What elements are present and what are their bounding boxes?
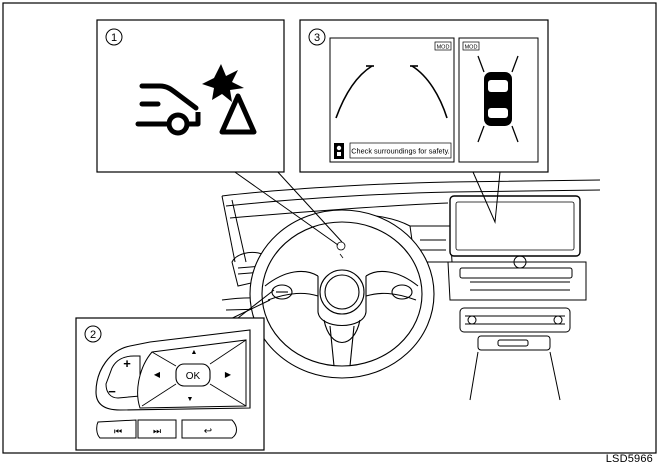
next-track-label[interactable]: ⏭: [153, 426, 161, 436]
callout-circle-3: [308, 28, 326, 46]
callout-label-1: 1: [111, 32, 117, 44]
back-label[interactable]: ↩: [204, 426, 212, 437]
down-button[interactable]: ▼: [187, 396, 194, 403]
car-top-view-icon: [477, 55, 519, 143]
ok-button[interactable]: OK: [175, 363, 211, 387]
caution-message-bar: Check surroundings for safety.: [331, 140, 453, 161]
figure-code: LSD5966: [605, 453, 653, 465]
next-track-button[interactable]: ⏭: [137, 419, 177, 439]
callout-label-3: 3: [314, 32, 320, 44]
mode-badge-left-text: MOD: [437, 45, 450, 51]
callout-circle-2: [84, 325, 102, 343]
caution-message-text: Check surroundings for safety.: [351, 147, 449, 156]
cluster-warning-indicator: [336, 241, 346, 259]
camera-icon: [334, 143, 344, 159]
outer-frame: [2, 2, 657, 454]
callout-circle-1: [105, 28, 123, 46]
panel-1: 1: [96, 19, 285, 173]
prev-track-label[interactable]: ⏮: [114, 426, 122, 436]
prev-track-button[interactable]: ⏮: [96, 419, 137, 439]
left-button[interactable]: ◀: [154, 370, 161, 379]
guide-line-right: [411, 65, 448, 119]
up-button[interactable]: ▲: [191, 349, 198, 356]
mode-badge-right: [462, 41, 480, 51]
center-display-unit: [449, 195, 581, 257]
callout-label-2: 2: [90, 329, 96, 341]
panel-2: 2 + − ▲ ▼ ◀ ▶ OK ⏮: [75, 317, 265, 451]
ok-button-label[interactable]: OK: [186, 371, 201, 382]
panel-3: 3 MOD Check surroundings for safety. MOD: [299, 19, 549, 173]
guide-line-left: [335, 65, 373, 119]
volume-up-label[interactable]: +: [123, 356, 131, 371]
warning-car-obstacle-icon: [135, 64, 257, 136]
leader-lines: [219, 169, 501, 325]
mode-badge-right-text: MOD: [465, 45, 478, 51]
volume-rocker[interactable]: + −: [105, 355, 141, 399]
volume-down-label[interactable]: −: [108, 384, 116, 399]
right-button[interactable]: ▶: [225, 370, 232, 379]
steering-wheel: [249, 209, 435, 379]
mode-badge-left: [434, 41, 452, 51]
back-button[interactable]: ↩: [181, 419, 237, 439]
